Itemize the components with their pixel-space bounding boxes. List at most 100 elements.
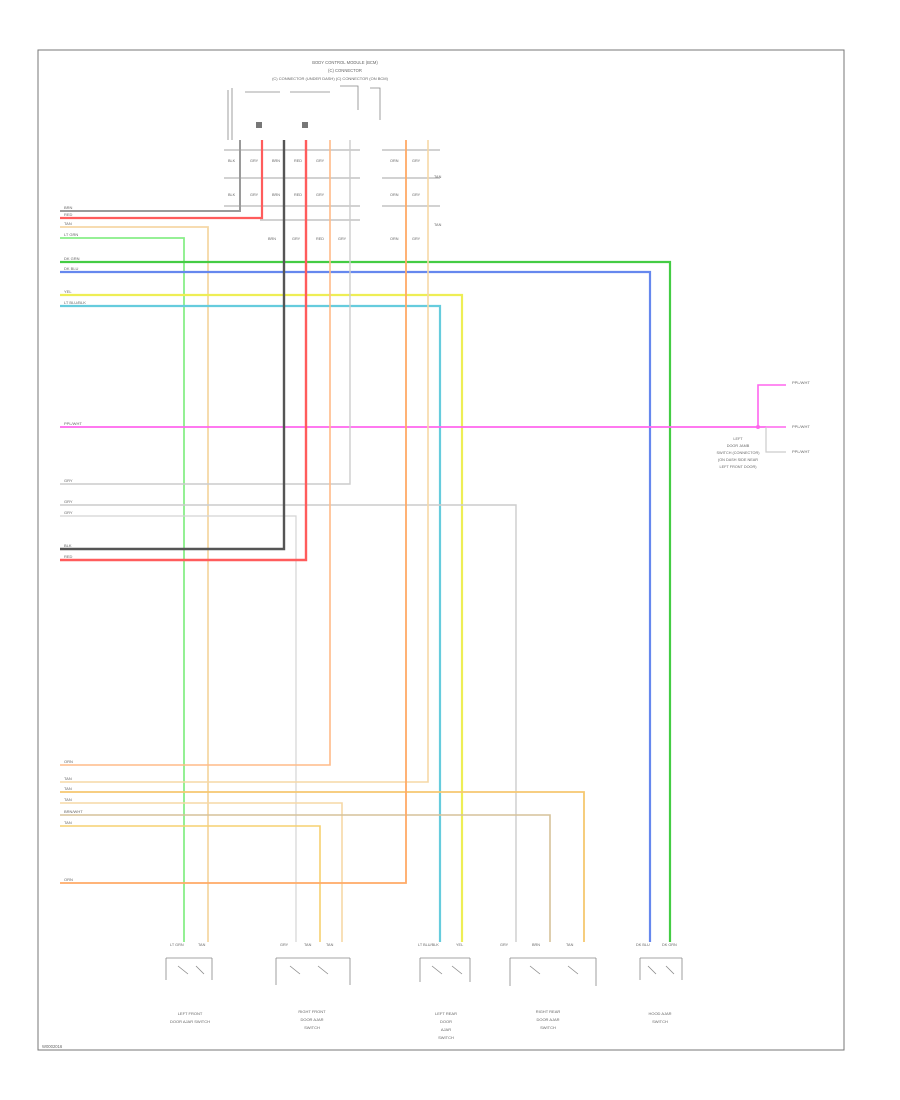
left-wire-labels: BRN RED TAN LT GRN DK GRN DK BLU YEL LT … — [64, 205, 86, 882]
top-pin-label: RED — [316, 237, 324, 241]
wire-label: ORN — [64, 759, 73, 764]
switch-caption-line: SWITCH — [304, 1025, 320, 1030]
switch-caption-line: RIGHT FRONT — [298, 1009, 326, 1014]
switch-pin-label: DK BLU — [636, 943, 650, 947]
switch-caption-line: SWITCH — [652, 1019, 668, 1024]
connector-header: BODY CONTROL MODULE (BCM) (C) CONNECTOR … — [227, 60, 389, 140]
switch-caption-line: LEFT REAR — [435, 1011, 457, 1016]
wire-dk-grn — [60, 260, 672, 942]
wire-label: ORN — [64, 877, 73, 882]
diagram-frame — [37, 49, 845, 1051]
top-pin-label: TAN — [434, 175, 442, 179]
top-pin-label: GRY — [250, 159, 259, 163]
top-pin-label: BLK — [228, 193, 236, 197]
switch-pin-label: TAN — [198, 943, 206, 947]
wire-lt-blu-blk — [60, 304, 442, 942]
wire-red — [60, 140, 264, 220]
top-pin-label: GRY — [316, 159, 325, 163]
header-line-1: BODY CONTROL MODULE (BCM) — [312, 60, 378, 65]
wire-yel — [60, 293, 464, 942]
wire-tan — [60, 802, 343, 942]
top-pin-row-right: ORN GRY TAN ORN GRY TAN ORN GRY — [382, 149, 442, 241]
device-note-line: DOOR JAMB — [727, 444, 750, 448]
wire-orn — [60, 140, 331, 766]
header-line-3: (C) CONNECTOR (UNDER DASH) (C) CONNECTOR… — [272, 76, 389, 81]
switch-pin-label: DK GRN — [662, 943, 677, 947]
top-pin-label: ORN — [390, 193, 399, 197]
wires — [60, 140, 786, 942]
wire-red — [60, 140, 308, 562]
top-pin-row-left: BLK GRY BRN RED GRY BLK GRY BRN RED GRY … — [224, 149, 360, 241]
wire-label: RED — [64, 212, 73, 217]
wire-blk — [60, 140, 286, 551]
wire-label: DK GRN — [64, 256, 80, 261]
top-pin-label: GRY — [412, 237, 421, 241]
top-pin-label: BRN — [268, 237, 276, 241]
wire-tan — [60, 825, 321, 942]
switch-caption-line: RIGHT REAR — [536, 1009, 561, 1014]
wire-gry — [60, 140, 351, 485]
switch-caption-line: DOOR — [440, 1019, 452, 1024]
left-rear-door-ajar-switch: LT BLU/BLK YEL LEFT REAR DOOR AJAR SWITC… — [418, 943, 471, 1040]
switch-caption-line: SWITCH — [540, 1025, 556, 1030]
switch-pin-label: TAN — [566, 943, 574, 947]
switch-caption-line: AJAR — [441, 1027, 451, 1032]
top-pin-label: GRY — [412, 159, 421, 163]
switch-caption-line: LEFT FRONT — [178, 1011, 203, 1016]
top-pin-label: GRY — [250, 193, 259, 197]
top-pin-label: ORN — [390, 237, 399, 241]
left-front-door-ajar-switch: LT GRN TAN LEFT FRONT DOOR AJAR SWITCH — [165, 943, 213, 1024]
switch-caption-line: HOOD AJAR — [648, 1011, 671, 1016]
top-pin-label: RED — [294, 159, 302, 163]
wire-label: BRN/WHT — [64, 809, 83, 814]
switch-pin-label: TAN — [304, 943, 312, 947]
wire-label: GRY — [64, 510, 73, 515]
switch-pin-label: LT GRN — [170, 943, 184, 947]
wire-lt-grn — [60, 237, 185, 942]
wire-brn — [60, 140, 241, 212]
switch-pin-label: GRY — [500, 943, 509, 947]
switch-pin-label: GRY — [280, 943, 289, 947]
wire-label: LT GRN — [64, 232, 78, 237]
switch-caption-line: DOOR AJAR SWITCH — [170, 1019, 210, 1024]
top-pin-label: GRY — [316, 193, 325, 197]
wire-label: BLK — [64, 543, 72, 548]
right-rear-door-ajar-switch: GRY BRN TAN RIGHT REAR DOOR AJAR SWITCH — [500, 943, 597, 1030]
switch-pin-label: BRN — [532, 943, 540, 947]
wire-label: PPL/WHT — [64, 421, 82, 426]
top-pin-label: TAN — [434, 223, 442, 227]
header-line-2: (C) CONNECTOR — [328, 68, 362, 73]
wire-label: TAN — [64, 221, 72, 226]
device-note-line: SWITCH (CONNECTOR) — [717, 451, 761, 455]
wire-dk-blu — [60, 270, 652, 942]
switch-caption-line: DOOR AJAR — [300, 1017, 323, 1022]
wire-label: DK BLU — [64, 266, 79, 271]
device-note-line: LEFT FRONT DOOR) — [720, 465, 758, 469]
wire-label: TAN — [64, 797, 72, 802]
top-pin-label: BRN — [272, 193, 280, 197]
switch-pin-label: TAN — [326, 943, 334, 947]
device-note-line: LEFT — [733, 437, 743, 441]
wire-label: YEL — [64, 289, 72, 294]
right-front-door-ajar-switch: GRY TAN TAN RIGHT FRONT DOOR AJAR SWITCH — [275, 943, 351, 1030]
top-pin-label: BRN — [272, 159, 280, 163]
top-pin-label: GRY — [412, 193, 421, 197]
hood-ajar-switch: DK BLU DK GRN HOOD AJAR SWITCH — [636, 943, 683, 1024]
wire-tan — [60, 226, 209, 942]
wire-label: GRY — [64, 499, 73, 504]
wire-label: BRN — [64, 205, 73, 210]
switch-pin-label: LT BLU/BLK — [418, 943, 439, 947]
wire-orn — [60, 140, 407, 884]
top-connector-pins: BLK GRY BRN RED GRY BLK GRY BRN RED GRY … — [224, 149, 442, 241]
right-door-jamb-connector: PPL/WHT PPL/WHT PPL/WHT LEFT DOOR JAMB S… — [717, 380, 811, 469]
right-wire-label: PPL/WHT — [792, 449, 810, 454]
top-pin-label: GRY — [292, 237, 301, 241]
wire-gry-right — [765, 427, 786, 453]
wire-tan — [60, 140, 429, 783]
wire-label: TAN — [64, 776, 72, 781]
footer-code: W0002016 — [42, 1044, 63, 1049]
wire-label: RED — [64, 554, 73, 559]
wire-brn-wht — [60, 814, 551, 942]
top-pin-label: GRY — [338, 237, 347, 241]
